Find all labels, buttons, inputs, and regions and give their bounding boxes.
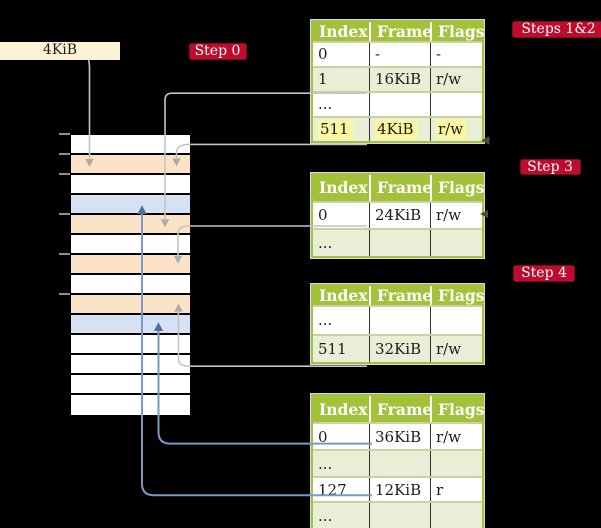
memory-row-7-pagetable xyxy=(71,254,190,275)
cell-flags xyxy=(430,92,482,116)
memory-row-9-pagetable xyxy=(71,294,190,315)
memory-tick xyxy=(58,212,70,215)
page-table-2: Index Frame Flags 0 24KiB r/w ... xyxy=(311,172,485,258)
cell-frame: 36KiB xyxy=(369,424,430,449)
cell-frame: 12KiB xyxy=(369,478,430,501)
cell-index: ... xyxy=(318,454,333,473)
cell-index: ... xyxy=(318,311,333,329)
step-3-badge: Step 3 xyxy=(519,158,581,175)
table-row: ... xyxy=(313,90,482,116)
memory-row-3-free xyxy=(71,174,190,195)
table-header: Index Frame Flags xyxy=(313,21,485,41)
cell-flags: r/w xyxy=(430,202,482,228)
cell-frame xyxy=(369,229,430,256)
cell-index: ... xyxy=(318,507,333,525)
column-header-index: Index xyxy=(319,399,368,419)
column-header-flags: Flags xyxy=(430,285,485,305)
table-header: Index Frame Flags xyxy=(313,174,485,201)
memory-row-5-pagetable xyxy=(71,214,190,235)
cell-index: 1 xyxy=(318,70,328,88)
column-header-index: Index xyxy=(319,21,368,41)
cell-index: 0 xyxy=(318,206,328,224)
highlight: r/w xyxy=(436,119,468,139)
highlight: 4KiB xyxy=(375,119,418,139)
column-header-index: Index xyxy=(319,178,368,197)
frame-size-box: 4KiB xyxy=(0,42,120,60)
cell-flags: - xyxy=(430,42,482,66)
column-header-flags: Flags xyxy=(430,396,485,422)
highlight: 511 xyxy=(318,119,353,139)
cell-flags xyxy=(430,306,482,334)
cell-frame xyxy=(369,306,430,334)
steps-1-2-badge: Steps 1&2 xyxy=(512,20,601,38)
table-row: ... xyxy=(313,501,482,528)
cell-index: 0 xyxy=(318,427,328,446)
column-header-frame: Frame xyxy=(369,21,432,41)
step-4-badge: Step 4 xyxy=(513,264,575,282)
memory-row-8-free xyxy=(71,274,190,295)
memory-row-2-pagetable xyxy=(71,154,190,175)
column-header-frame: Frame xyxy=(369,174,432,201)
table-header: Index Frame Flags xyxy=(313,285,485,305)
cell-index: ... xyxy=(318,95,333,113)
column-header-frame: Frame xyxy=(369,285,432,305)
page-table-4: Index Frame Flags 0 36KiB r/w ... 127 12… xyxy=(311,394,485,528)
cell-frame: 32KiB xyxy=(369,335,430,362)
memory-row-10-mapped xyxy=(71,314,190,335)
cell-index: 0 xyxy=(318,45,328,63)
table-row-highlighted: 511 4KiB r/w xyxy=(313,115,482,141)
memory-tick xyxy=(58,292,70,295)
step-0-badge: Step 0 xyxy=(188,42,247,60)
memory-column xyxy=(70,133,191,416)
table-row: ... xyxy=(313,227,482,256)
memory-tick xyxy=(58,152,70,155)
cell-index: ... xyxy=(318,233,333,252)
cell-index: 127 xyxy=(318,480,347,499)
memory-row-1-free xyxy=(71,134,190,155)
cell-frame xyxy=(369,503,430,528)
table-row: 0 36KiB r/w xyxy=(313,422,482,449)
cell-flags: r xyxy=(430,478,482,501)
frame-size-label: 4KiB xyxy=(42,42,78,58)
column-header-flags: Flags xyxy=(430,21,485,41)
memory-tick xyxy=(58,252,70,255)
memory-row-12-free xyxy=(71,354,190,375)
cell-index: 511 xyxy=(318,339,347,358)
cell-frame xyxy=(369,92,430,116)
cell-flags: r/w xyxy=(430,117,482,141)
cell-flags xyxy=(430,229,482,256)
cell-flags xyxy=(430,503,482,528)
memory-row-14-free xyxy=(71,394,190,415)
table-row: 1 16KiB r/w xyxy=(313,65,482,91)
table-header: Index Frame Flags xyxy=(313,396,485,422)
table-row: 127 12KiB r xyxy=(313,476,482,501)
cell-frame xyxy=(369,451,430,476)
cell-index: 511 xyxy=(313,118,369,141)
memory-tick xyxy=(58,132,70,135)
memory-tick xyxy=(58,172,70,175)
memory-row-11-free xyxy=(71,334,190,355)
table-row: 0 24KiB r/w xyxy=(313,200,482,228)
cell-flags: r/w xyxy=(430,335,482,362)
page-table-3: Index Frame Flags ... 511 32KiB r/w xyxy=(311,283,485,364)
column-header-flags: Flags xyxy=(430,174,485,201)
cell-flags: r/w xyxy=(430,67,482,91)
cell-frame: 4KiB xyxy=(369,117,430,141)
cell-flags xyxy=(430,451,482,476)
cell-flags: r/w xyxy=(430,424,482,449)
table-row: 0 - - xyxy=(313,40,482,66)
table-row: ... xyxy=(313,449,482,476)
table-row: ... xyxy=(313,304,482,334)
cell-frame: - xyxy=(369,42,430,66)
page-table-1: Index Frame Flags 0 - - 1 16KiB r/w ... … xyxy=(311,19,485,143)
memory-row-6-free xyxy=(71,234,190,255)
connector-t1row511-to-row2 xyxy=(172,143,367,167)
memory-row-13-free xyxy=(71,374,190,395)
cell-frame: 16KiB xyxy=(369,67,430,91)
column-header-frame: Frame xyxy=(369,396,432,422)
cell-frame: 24KiB xyxy=(369,202,430,228)
table-row: 511 32KiB r/w xyxy=(313,333,482,362)
memory-row-4-mapped xyxy=(71,194,190,215)
column-header-index: Index xyxy=(319,285,368,305)
